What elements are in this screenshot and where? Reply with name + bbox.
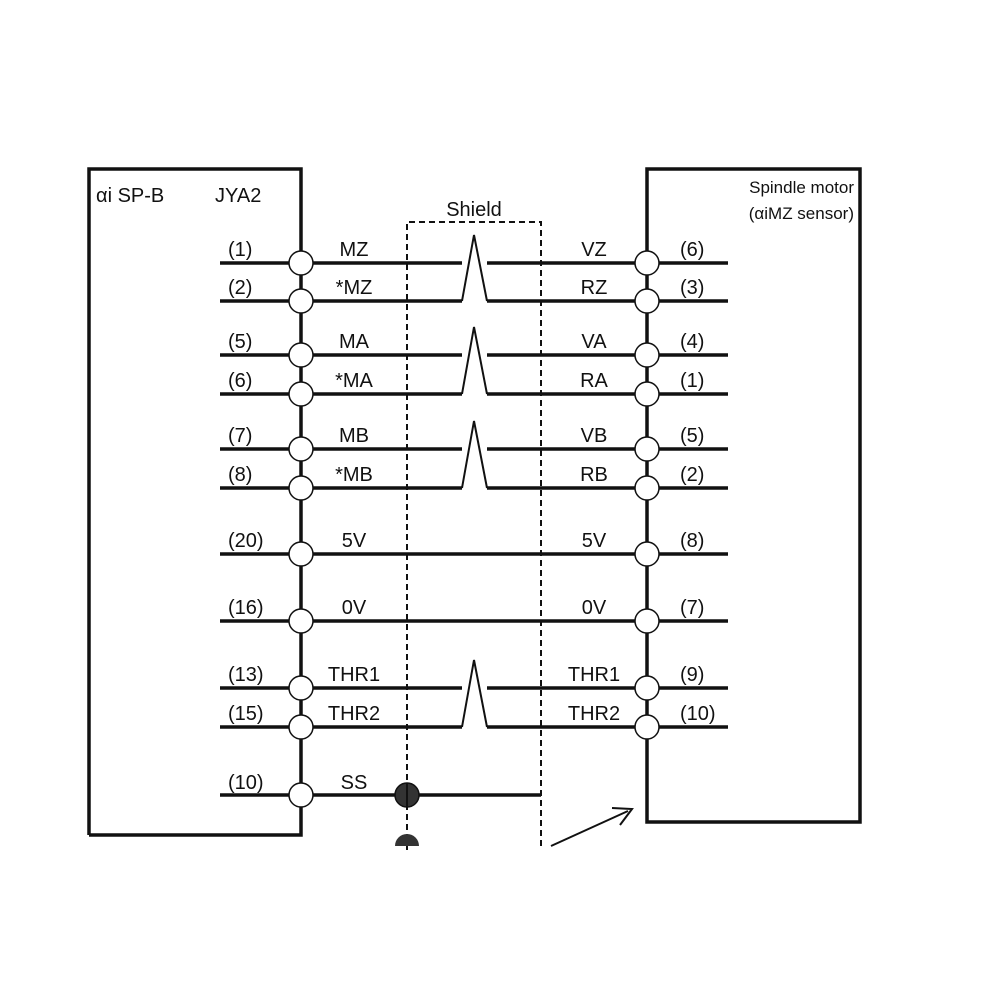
- left-signal: THR2: [328, 703, 380, 725]
- right-unit-line2: (αiMZ sensor): [749, 204, 854, 223]
- right-pin: (1): [680, 370, 704, 392]
- left-terminal: [288, 675, 314, 701]
- left-connector-name: JYA2: [215, 185, 261, 207]
- signal-row: (5) MA VA (4): [220, 331, 728, 368]
- signal-row: (16) 0V 0V (7): [220, 597, 728, 634]
- right-pin: (4): [680, 331, 704, 353]
- twisted-pair-symbol: [461, 326, 488, 395]
- left-terminal: [288, 608, 314, 634]
- signal-row: (8) *MB RB (2): [220, 464, 728, 501]
- right-pin: (10): [680, 703, 716, 725]
- twisted-pair-symbol: [461, 234, 488, 302]
- left-signal: MZ: [340, 239, 369, 261]
- right-signal: 0V: [582, 597, 607, 619]
- left-signal: *MA: [335, 370, 373, 392]
- right-pin: (6): [680, 239, 704, 261]
- right-signal: THR1: [568, 664, 620, 686]
- signal-row: (20) 5V 5V (8): [220, 530, 728, 567]
- left-signal: MA: [339, 331, 370, 353]
- shield-label: Shield: [446, 199, 502, 221]
- signal-row: (15) THR2 THR2 (10): [220, 703, 728, 740]
- right-terminal: [634, 342, 660, 368]
- right-pin: (7): [680, 597, 704, 619]
- left-unit-name: αi SP-B: [96, 185, 164, 207]
- right-terminal: [634, 675, 660, 701]
- left-signal: 5V: [342, 530, 367, 552]
- right-signal: VZ: [581, 239, 607, 261]
- right-signal: VB: [581, 425, 608, 447]
- signal-row: (1) MZ VZ (6): [220, 239, 728, 276]
- right-pin: (2): [680, 464, 704, 486]
- right-unit-box: [645, 167, 862, 824]
- left-pin: (1): [228, 239, 252, 261]
- right-pin: (3): [680, 277, 704, 299]
- right-signal: THR2: [568, 703, 620, 725]
- left-terminal: [288, 541, 314, 567]
- left-signal: THR1: [328, 664, 380, 686]
- right-terminal: [634, 541, 660, 567]
- left-terminal: [288, 475, 314, 501]
- right-signal: VA: [581, 331, 607, 353]
- left-pin: (15): [228, 703, 264, 725]
- right-pin: (8): [680, 530, 704, 552]
- right-signal: 5V: [582, 530, 607, 552]
- right-unit-line1: Spindle motor: [749, 178, 854, 197]
- twisted-pair-symbol: [461, 659, 488, 728]
- left-pin: (7): [228, 425, 252, 447]
- left-pin: (20): [228, 530, 264, 552]
- ss-left-pin: (10): [228, 772, 264, 794]
- left-terminal: [288, 436, 314, 462]
- left-signal: *MB: [335, 464, 373, 486]
- left-pin: (8): [228, 464, 252, 486]
- right-terminal: [634, 714, 660, 740]
- right-signal: RA: [580, 370, 608, 392]
- right-terminal: [634, 436, 660, 462]
- right-terminal: [634, 288, 660, 314]
- ss-terminal: [288, 782, 314, 808]
- ss-left-signal: SS: [341, 772, 368, 794]
- left-unit-box: [87, 167, 303, 835]
- shield-lower-dot: [395, 834, 419, 846]
- right-terminal: [634, 381, 660, 407]
- right-signal: RB: [580, 464, 608, 486]
- left-signal: MB: [339, 425, 369, 447]
- left-terminal: [288, 250, 314, 276]
- right-terminal: [634, 608, 660, 634]
- right-terminal: [634, 475, 660, 501]
- right-terminal: [634, 250, 660, 276]
- right-signal: RZ: [581, 277, 608, 299]
- twisted-pair-symbol: [461, 420, 488, 489]
- left-pin: (13): [228, 664, 264, 686]
- right-pin: (9): [680, 664, 704, 686]
- left-unit-box-bottom: [89, 810, 303, 837]
- shield-outline: [406, 221, 542, 850]
- left-pin: (5): [228, 331, 252, 353]
- left-terminal: [288, 714, 314, 740]
- left-terminal: [288, 342, 314, 368]
- signal-row: (7) MB VB (5): [220, 425, 728, 462]
- left-terminal: [288, 288, 314, 314]
- signal-row: (6) *MA RA (1): [220, 370, 728, 407]
- signal-row: (13) THR1 THR1 (9): [220, 664, 728, 701]
- left-pin: (16): [228, 597, 264, 619]
- ss-row: (10) SS: [220, 772, 541, 846]
- left-signal: 0V: [342, 597, 367, 619]
- signal-row: (2) *MZ RZ (3): [220, 277, 728, 314]
- right-pin: (5): [680, 425, 704, 447]
- left-pin: (6): [228, 370, 252, 392]
- pointer-arrow: [550, 807, 634, 847]
- left-signal: *MZ: [336, 277, 373, 299]
- left-pin: (2): [228, 277, 252, 299]
- left-terminal: [288, 381, 314, 407]
